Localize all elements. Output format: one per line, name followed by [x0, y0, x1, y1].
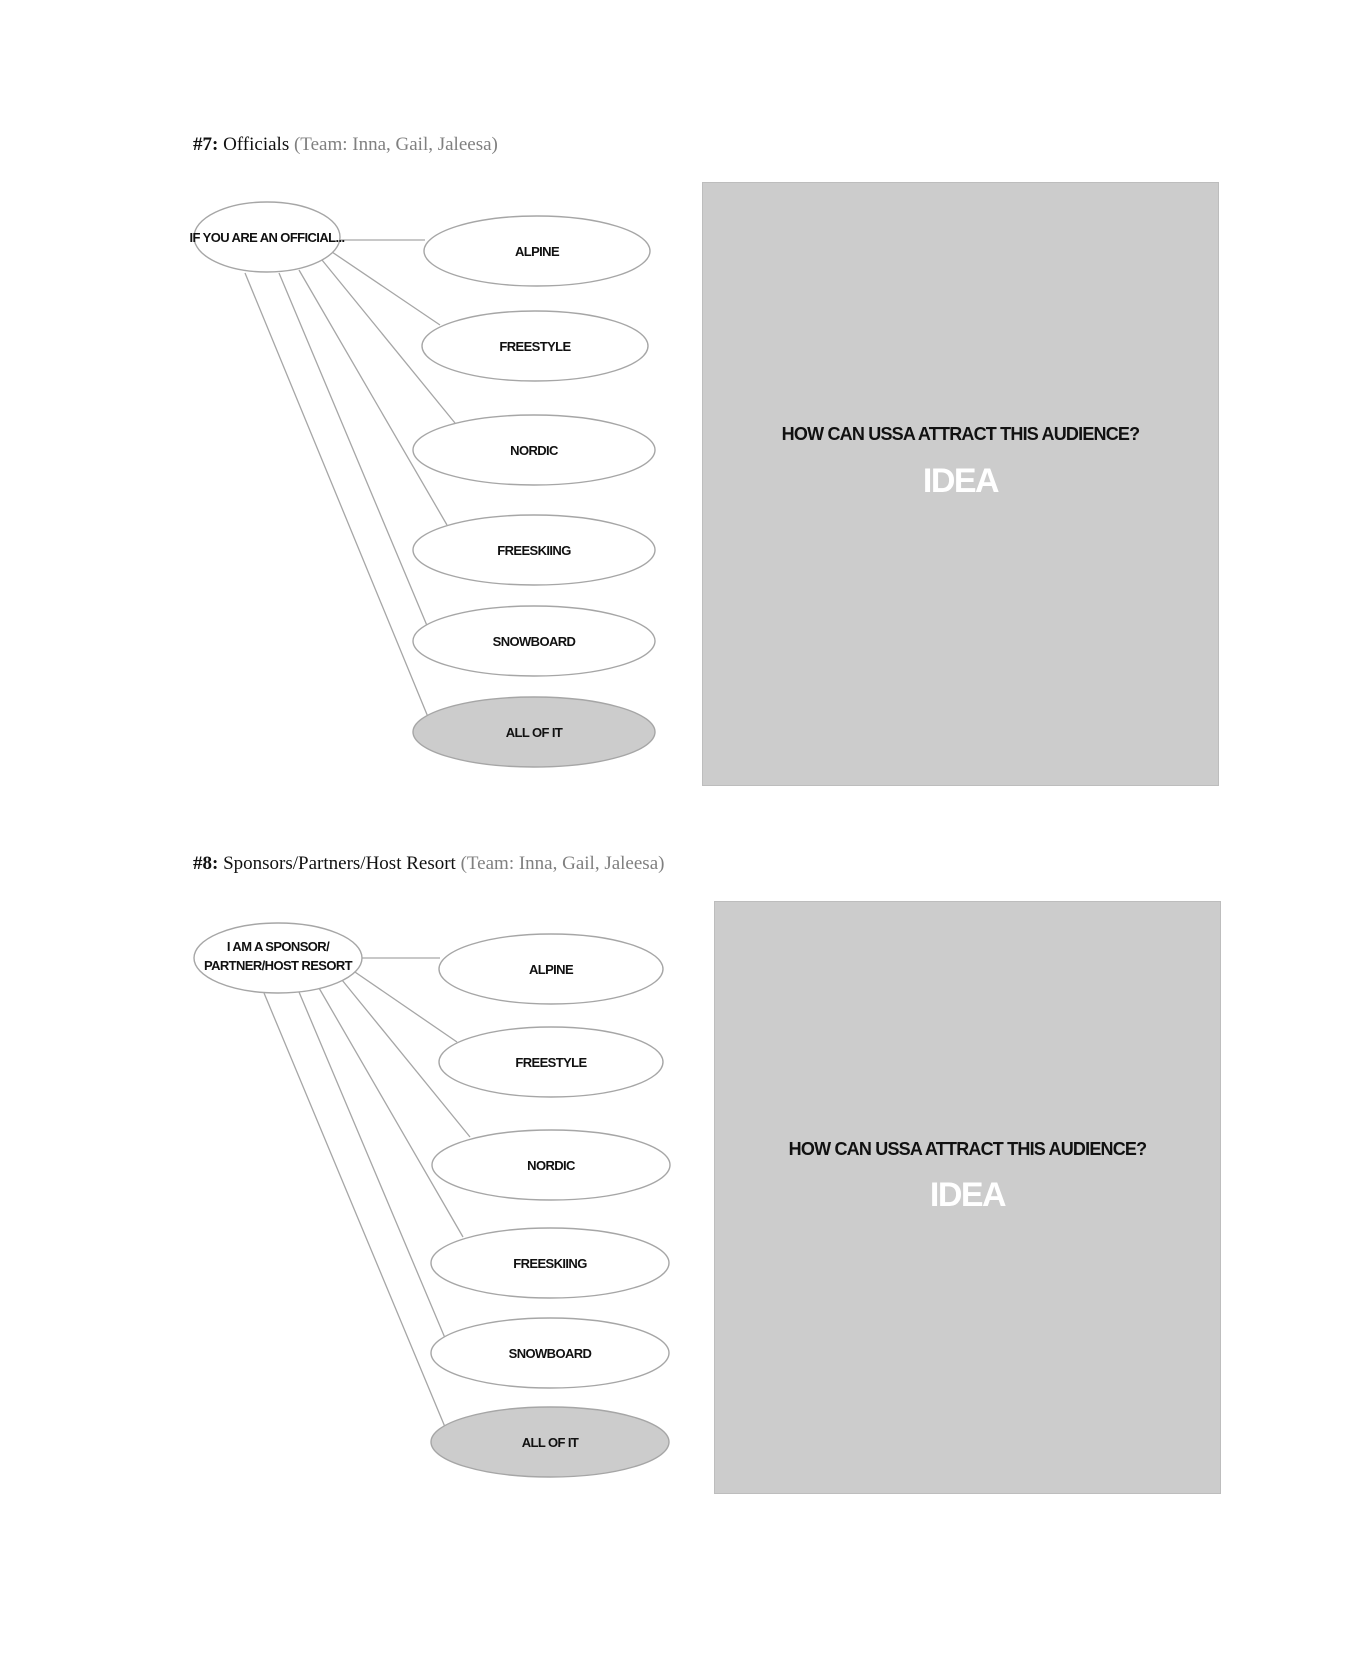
- section-8-diagram: I AM A SPONSOR/ PARTNER/HOST RESORT ALPI…: [193, 922, 671, 1478]
- branch-nordic-ellipse: [431, 1129, 671, 1201]
- connector-freeskiing: [298, 269, 448, 526]
- root-node: IF YOU ARE AN OFFICIAL...: [190, 201, 345, 273]
- section-8-connectors: [263, 957, 471, 1428]
- branch-all-of-it-label: ALL OF IT: [522, 1435, 579, 1450]
- connector-all: [244, 272, 429, 718]
- section-8-heading: #8: Sponsors/Partners/Host Resort (Team:…: [193, 853, 664, 875]
- branch-alpine-label: ALPINE: [515, 244, 560, 259]
- branch-freeskiing-label: FREESKIING: [513, 1256, 587, 1271]
- root-label-line-1: IF YOU ARE AN OFFICIAL...: [190, 230, 345, 245]
- panel-idea: IDEA: [922, 462, 1000, 500]
- connector-nordic: [321, 259, 456, 424]
- root-label-line-1: I AM A SPONSOR/: [227, 939, 330, 954]
- branch-alpine: ALPINE: [423, 215, 651, 287]
- root-node: I AM A SPONSOR/ PARTNER/HOST RESORT: [193, 922, 363, 994]
- root-label-line-2: PARTNER/HOST RESORT: [204, 958, 353, 973]
- branch-freestyle-label: FREESTYLE: [515, 1055, 587, 1070]
- branch-freestyle: FREESTYLE: [438, 1026, 664, 1098]
- panel-idea: IDEA: [929, 1176, 1007, 1214]
- section-8-number: #8:: [193, 853, 219, 874]
- branch-snowboard-label: SNOWBOARD: [509, 1346, 592, 1361]
- branch-nordic-label: NORDIC: [510, 443, 559, 458]
- section-7-connectors: [244, 239, 456, 718]
- root-ellipse: [193, 201, 341, 273]
- connector-snowboard: [298, 991, 446, 1339]
- branch-nordic: NORDIC: [412, 414, 656, 486]
- section-8-title: Sponsors/Partners/Host Resort: [223, 853, 456, 874]
- branch-freestyle-label: FREESTYLE: [499, 339, 571, 354]
- branch-freeskiing-label: FREESKIING: [497, 543, 571, 558]
- branch-snowboard: SNOWBOARD: [430, 1317, 670, 1389]
- section-7-idea-panel: HOW CAN USSA ATTRACT THIS AUDIENCE? IDEA: [702, 182, 1219, 786]
- connector-freeskiing: [318, 987, 464, 1238]
- branch-all-of-it-ellipse: [430, 1406, 670, 1478]
- branch-alpine: ALPINE: [438, 933, 664, 1005]
- branch-freestyle-ellipse: [438, 1026, 664, 1098]
- section-8-team: (Team: Inna, Gail, Jaleesa): [460, 853, 665, 874]
- connector-snowboard: [278, 272, 429, 629]
- branch-all-of-it: ALL OF IT: [430, 1406, 670, 1478]
- branch-alpine-label: ALPINE: [529, 962, 574, 977]
- branch-alpine-ellipse: [423, 215, 651, 287]
- section-7-number: #7:: [193, 134, 219, 155]
- branch-freeskiing-ellipse: [430, 1227, 670, 1299]
- branch-snowboard-label: SNOWBOARD: [493, 634, 576, 649]
- branch-alpine-ellipse: [438, 933, 664, 1005]
- branch-nordic-label: NORDIC: [527, 1158, 576, 1173]
- branch-freeskiing: FREESKIING: [430, 1227, 670, 1299]
- connector-all: [263, 992, 446, 1428]
- root-ellipse: [193, 922, 363, 994]
- panel-question: HOW CAN USSA ATTRACT THIS AUDIENCE?: [788, 1139, 1147, 1159]
- connector-freestyle: [351, 969, 458, 1043]
- section-8-idea-panel: HOW CAN USSA ATTRACT THIS AUDIENCE? IDEA: [714, 901, 1221, 1494]
- section-7-team: (Team: Inna, Gail, Jaleesa): [293, 134, 498, 155]
- branch-all-of-it: ALL OF IT: [412, 696, 656, 768]
- branch-all-of-it-label: ALL OF IT: [506, 725, 563, 740]
- section-7-diagram: IF YOU ARE AN OFFICIAL... ALPINE FREESTY…: [190, 201, 656, 768]
- branch-freestyle: FREESTYLE: [421, 310, 649, 382]
- branch-freeskiing: FREESKIING: [412, 514, 656, 586]
- branch-freestyle-ellipse: [421, 310, 649, 382]
- connector-freestyle: [331, 251, 441, 326]
- branch-nordic-ellipse: [412, 414, 656, 486]
- branch-nordic: NORDIC: [431, 1129, 671, 1201]
- branch-all-of-it-ellipse: [412, 696, 656, 768]
- branch-snowboard: SNOWBOARD: [412, 605, 656, 677]
- panel-question: HOW CAN USSA ATTRACT THIS AUDIENCE?: [781, 424, 1140, 444]
- section-7-title: Officials: [223, 134, 290, 155]
- section-7-heading: #7: Officials (Team: Inna, Gail, Jaleesa…: [193, 134, 498, 156]
- branch-snowboard-ellipse: [412, 605, 656, 677]
- branch-freeskiing-ellipse: [412, 514, 656, 586]
- branch-snowboard-ellipse: [430, 1317, 670, 1389]
- connector-nordic: [341, 979, 471, 1138]
